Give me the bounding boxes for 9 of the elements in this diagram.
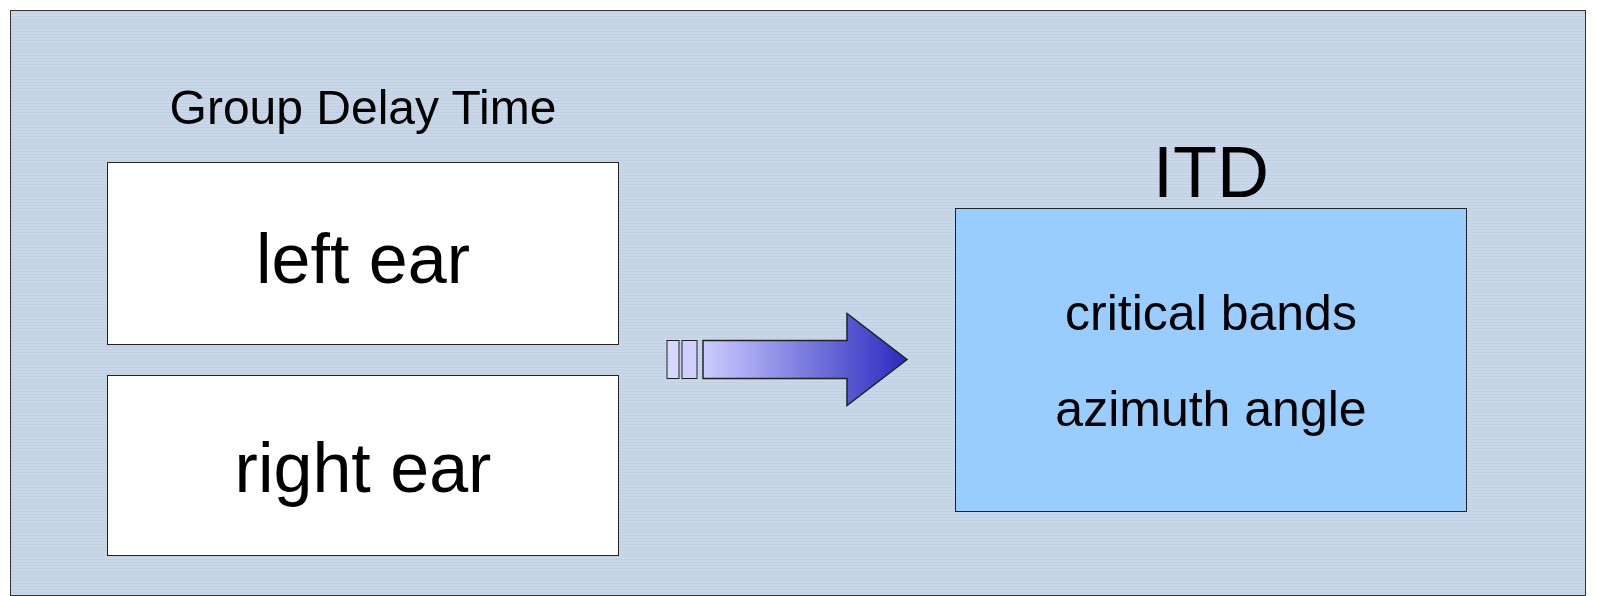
box-label: right ear xyxy=(233,428,493,509)
group-label: Group Delay Time xyxy=(168,82,558,134)
input-box xyxy=(107,162,619,345)
input-box xyxy=(107,375,619,556)
box-label: left ear xyxy=(255,219,471,300)
box-label: critical bands xyxy=(1064,285,1358,343)
box-label: azimuth angle xyxy=(1054,381,1368,439)
box-heading: ITD xyxy=(1152,131,1270,214)
block-arrow xyxy=(666,311,909,408)
